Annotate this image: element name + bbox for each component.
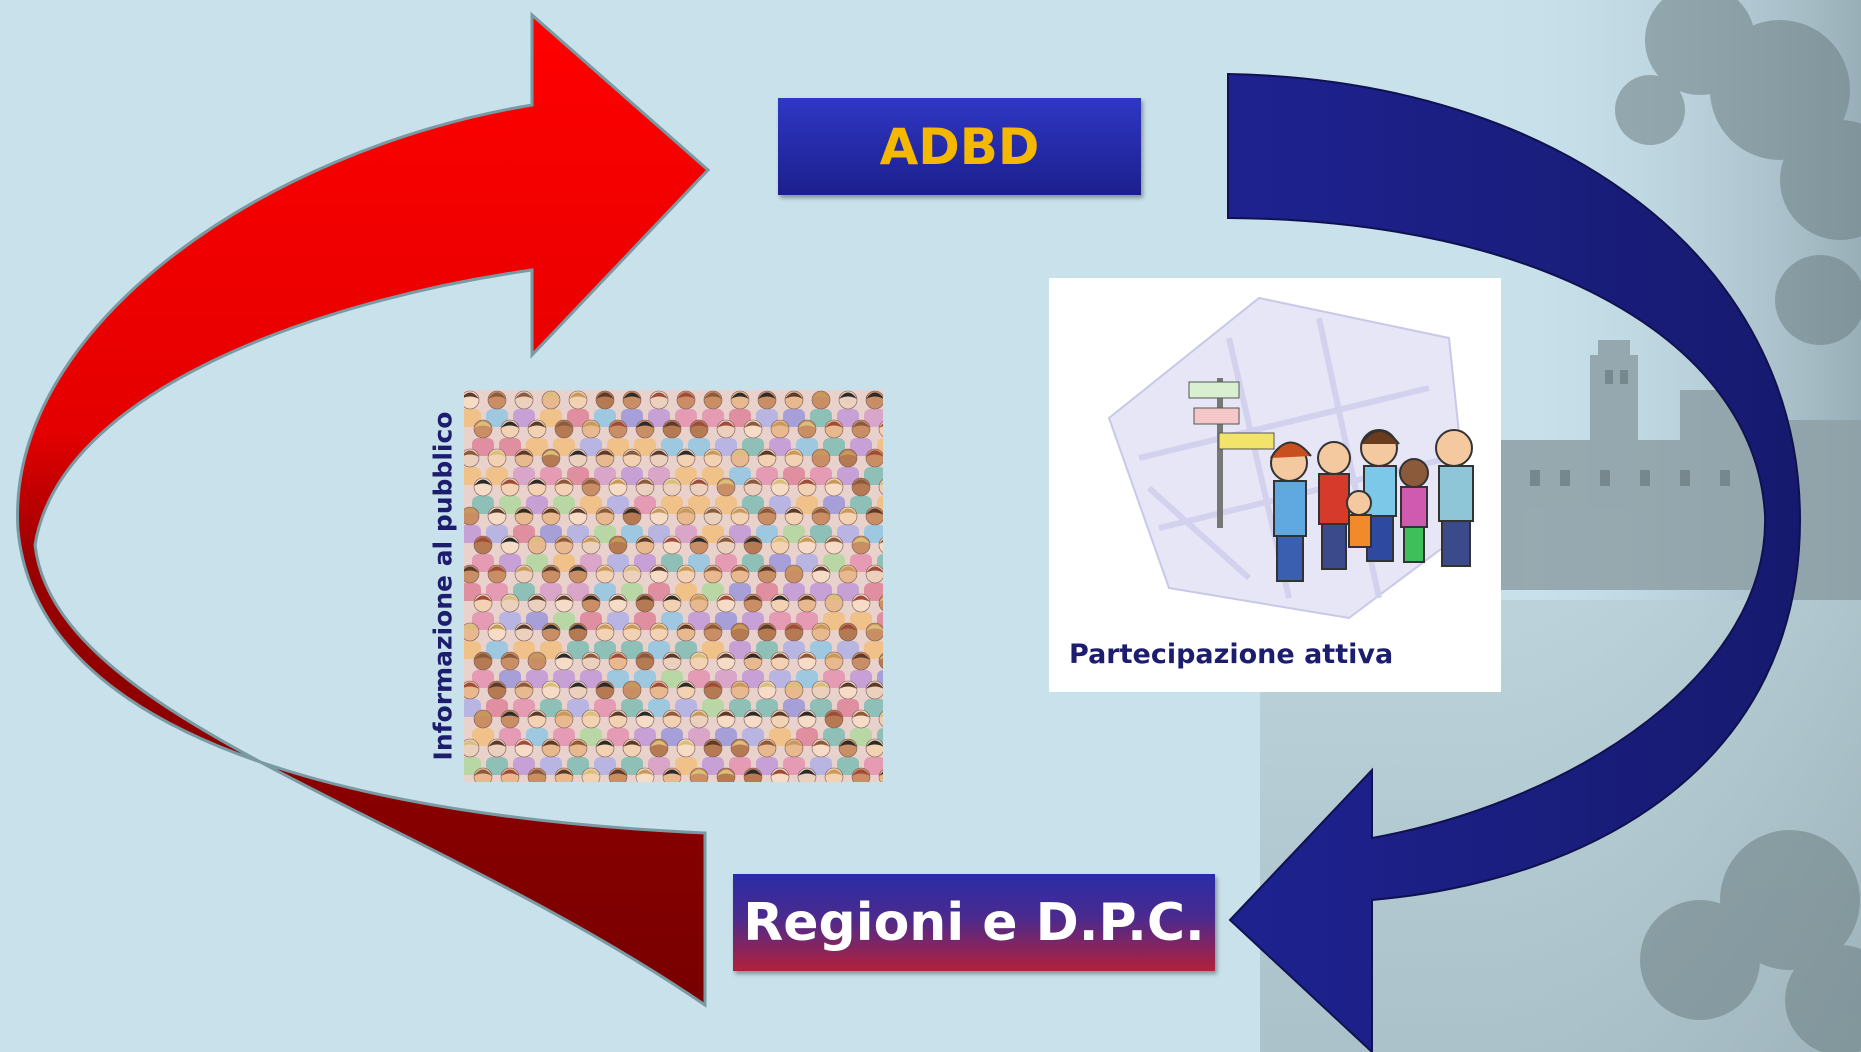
blue-arrow bbox=[1227, 72, 1802, 1052]
adbd-box: ADBD bbox=[778, 98, 1141, 195]
red-arrow bbox=[16, 11, 711, 1008]
public-information-label: Informazione al pubblico bbox=[428, 411, 458, 761]
regioni-label: Regioni e D.P.C. bbox=[743, 892, 1205, 953]
adbd-label: ADBD bbox=[879, 117, 1040, 176]
regioni-box: Regioni e D.P.C. bbox=[733, 874, 1215, 971]
participation-image: Partecipazione attiva bbox=[1049, 278, 1501, 692]
crowd-illustration bbox=[464, 390, 883, 782]
public-information-label-wrap: Informazione al pubblico bbox=[428, 390, 458, 782]
participation-caption: Partecipazione attiva bbox=[1069, 639, 1393, 670]
